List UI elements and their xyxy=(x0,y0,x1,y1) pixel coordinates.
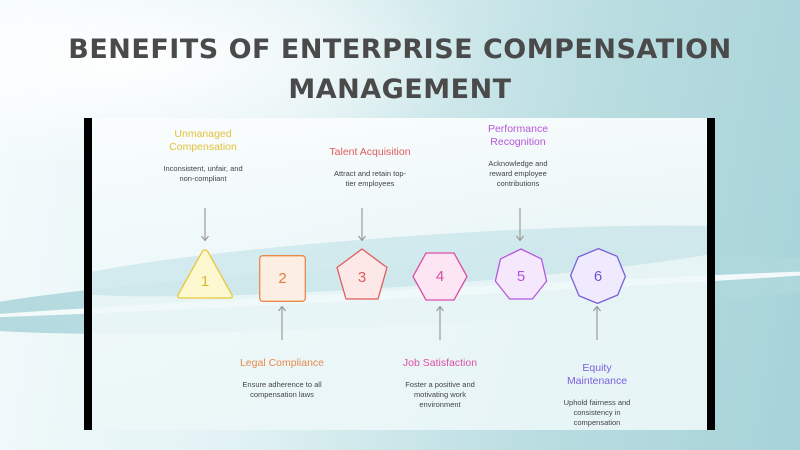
step-1-label-line: Compensation xyxy=(169,141,237,153)
step-4-desc-line: environment xyxy=(419,400,461,409)
arrow-up-icon xyxy=(592,306,602,340)
step-3-label: Talent Acquisition xyxy=(310,146,430,159)
step-1-triangle: 1 xyxy=(176,248,234,300)
step-1-description: Inconsistent, unfair, and non-compliant xyxy=(153,164,253,184)
step-4-desc-line: Foster a positive and xyxy=(405,380,475,389)
arrow-up-icon xyxy=(435,306,445,340)
title-line-1: BENEFITS OF ENTERPRISE COMPENSATION xyxy=(68,34,732,65)
step-2-label-line: Legal Compliance xyxy=(239,357,325,369)
step-2-description: Ensure adherence to all compensation law… xyxy=(222,380,342,400)
step-5-label-line: Performance xyxy=(487,123,549,135)
step-4-number: 4 xyxy=(435,268,445,285)
step-3-desc-line: tier employees xyxy=(345,179,395,188)
arrow-down-icon xyxy=(515,208,525,242)
step-3-label-line: Talent Acquisition xyxy=(329,146,411,158)
step-2-desc-line: Ensure adherence to all xyxy=(242,380,322,389)
step-5-label: Performance Recognition xyxy=(458,123,578,149)
step-5-heptagon: 5 xyxy=(494,248,548,302)
step-5-desc-line: reward employee xyxy=(489,169,547,178)
step-5-description: Acknowledge and reward employee contribu… xyxy=(458,159,578,189)
step-3-description: Attract and retain top- tier employees xyxy=(310,169,430,189)
step-1-label: Unmanaged Compensation xyxy=(153,128,253,154)
step-6-octagon: 6 xyxy=(569,247,627,305)
step-6-desc-line: compensation xyxy=(573,418,621,427)
arrow-down-icon xyxy=(200,208,210,242)
step-4-description: Foster a positive and motivating work en… xyxy=(380,380,500,410)
step-3-number: 3 xyxy=(357,269,367,286)
step-2-square: 2 xyxy=(259,255,306,302)
step-6-label-line: Equity xyxy=(582,362,612,374)
step-1-desc-line: Inconsistent, unfair, and xyxy=(163,164,243,173)
step-2-label: Legal Compliance xyxy=(222,357,342,370)
title-line-2: MANAGEMENT xyxy=(288,74,512,105)
step-6-description: Uphold fairness and consistency in compe… xyxy=(537,398,657,428)
step-4-label: Job Satisfaction xyxy=(380,357,500,370)
step-2-desc-line: compensation laws xyxy=(250,390,314,399)
step-4-desc-line: motivating work xyxy=(413,390,467,399)
step-4-label-line: Job Satisfaction xyxy=(402,357,478,369)
step-6-number: 6 xyxy=(593,267,603,285)
step-3-pentagon: 3 xyxy=(335,248,389,301)
step-4-hexagon: 4 xyxy=(412,252,468,301)
step-6-label: Equity Maintenance xyxy=(537,362,657,388)
page-title: BENEFITS OF ENTERPRISE COMPENSATION MANA… xyxy=(0,30,800,110)
step-5-text: Performance Recognition Acknowledge and … xyxy=(458,123,578,189)
step-6-desc-line: Uphold fairness and xyxy=(563,398,631,407)
step-6-label-line: Maintenance xyxy=(566,375,628,387)
step-5-label-line: Recognition xyxy=(490,136,546,148)
arrow-down-icon xyxy=(357,208,367,242)
arrow-up-icon xyxy=(277,306,287,340)
step-1-number: 1 xyxy=(200,272,210,290)
step-3-desc-line: Attract and retain top- xyxy=(333,169,407,178)
step-1-desc-line: non-compliant xyxy=(179,174,227,183)
step-1-label-line: Unmanaged xyxy=(174,128,232,140)
step-5-desc-line: contributions xyxy=(496,179,540,188)
step-5-desc-line: Acknowledge and xyxy=(488,159,548,168)
diagram-panel: Unmanaged Compensation Inconsistent, unf… xyxy=(84,118,715,430)
step-2-number: 2 xyxy=(278,270,287,287)
step-3-text: Talent Acquisition Attract and retain to… xyxy=(310,146,430,189)
step-4-text: Job Satisfaction Foster a positive and m… xyxy=(380,357,500,410)
step-6-text: Equity Maintenance Uphold fairness and c… xyxy=(537,362,657,428)
step-5-number: 5 xyxy=(516,268,526,285)
step-1-text: Unmanaged Compensation Inconsistent, unf… xyxy=(153,128,253,184)
step-2-text: Legal Compliance Ensure adherence to all… xyxy=(222,357,342,400)
step-6-desc-line: consistency in xyxy=(573,408,621,417)
